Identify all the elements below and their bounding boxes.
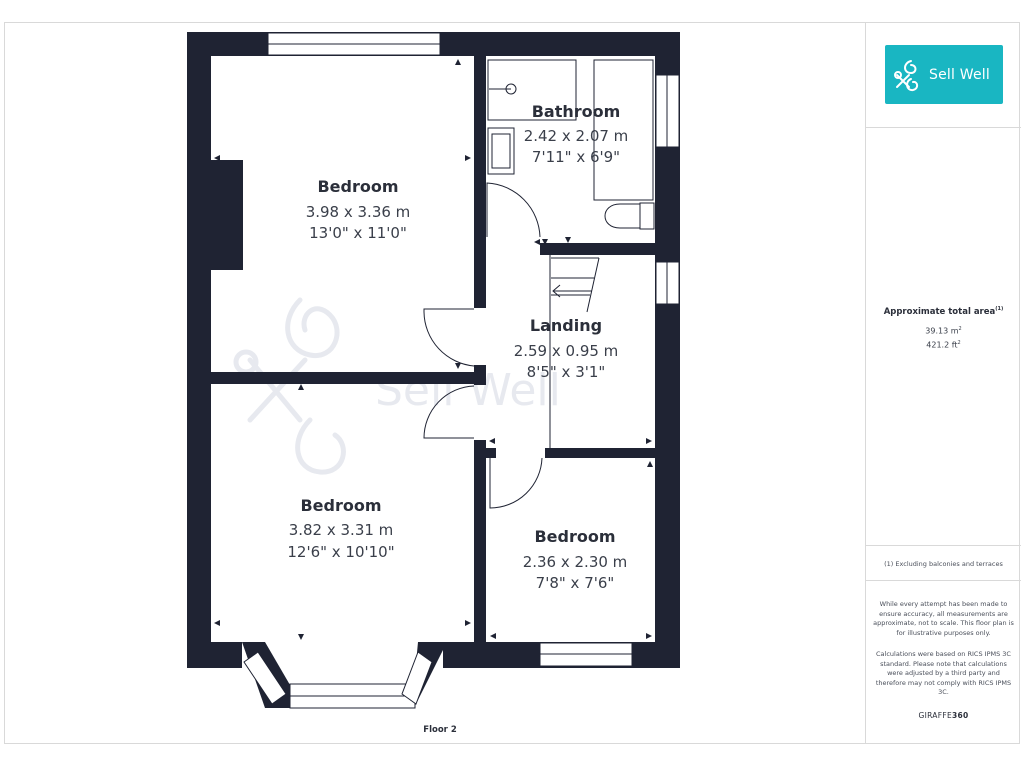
doors xyxy=(423,182,543,509)
sink xyxy=(487,127,515,175)
sidebar-divider xyxy=(866,580,1021,581)
door-small-bedroom xyxy=(489,457,543,509)
room-imperial: 8'5" x 3'1" xyxy=(527,363,606,381)
sidebar-divider xyxy=(866,545,1021,546)
room-label-bedroom-bottom: Bedroom 3.82 x 3.31 m 12'6" x 10'10" xyxy=(287,496,394,561)
stairs xyxy=(549,255,600,448)
area-imperial: 421.2 ft2 xyxy=(926,340,961,350)
door-bathroom xyxy=(486,182,541,238)
info-sidebar: Sell Well Approximate total area(1) 39.1… xyxy=(865,22,1021,744)
area-footnote: (1) Excluding balconies and terraces xyxy=(884,560,1003,568)
bathroom-fixtures xyxy=(487,59,655,230)
room-name: Bedroom xyxy=(534,527,615,546)
room-imperial: 13'0" x 11'0" xyxy=(309,224,407,242)
door-bottom-bedroom xyxy=(423,385,475,439)
room-imperial: 12'6" x 10'10" xyxy=(287,543,394,561)
watermark xyxy=(233,297,346,475)
window-bay-left xyxy=(243,651,287,705)
giraffe360-brand: GIRAFFE360 xyxy=(918,711,969,720)
toilet-icon xyxy=(604,203,641,229)
floor-plan: Sell Well xyxy=(187,32,680,709)
room-metric: 2.42 x 2.07 m xyxy=(524,127,629,145)
sidebar-divider xyxy=(866,127,1021,128)
area-metric: 39.13 m2 xyxy=(925,326,962,336)
room-metric: 3.98 x 3.36 m xyxy=(306,203,411,221)
shower-tray xyxy=(487,59,577,121)
brand-logo: Sell Well xyxy=(885,45,1003,104)
area-title: Approximate total area(1) xyxy=(883,306,1004,317)
logo-text: Sell Well xyxy=(929,66,990,83)
disclaimer-rics: Calculations were based on RICS IPMS 3C … xyxy=(875,650,1012,696)
room-metric: 3.82 x 3.31 m xyxy=(289,521,394,539)
room-name: Landing xyxy=(530,316,602,335)
area-title-mark: (1) xyxy=(995,306,1004,312)
room-metric: 2.36 x 2.30 m xyxy=(523,553,628,571)
windows xyxy=(243,32,680,709)
room-name: Bedroom xyxy=(300,496,381,515)
disclaimer-accuracy: While every attempt has been made to ens… xyxy=(873,600,1014,637)
bathtub xyxy=(593,59,654,201)
room-label-bathroom: Bathroom 2.42 x 2.07 m 7'11" x 6'9" xyxy=(524,102,629,166)
door-top-bedroom xyxy=(423,308,475,367)
watermark-logo-icon xyxy=(247,297,346,475)
stair-direction-icon xyxy=(552,284,592,298)
drawing-frame xyxy=(4,22,1020,744)
sellwell-logo-icon xyxy=(894,59,919,91)
room-imperial: 7'11" x 6'9" xyxy=(532,148,620,166)
room-label-bedroom-small: Bedroom 2.36 x 2.30 m 7'8" x 7'6" xyxy=(523,527,628,592)
room-label-bedroom-top: Bedroom 3.98 x 3.36 m 13'0" x 11'0" xyxy=(306,177,411,242)
room-name: Bathroom xyxy=(532,102,621,121)
room-label-landing: Landing 2.59 x 0.95 m 8'5" x 3'1" xyxy=(514,316,619,381)
room-name: Bedroom xyxy=(317,177,398,196)
window-bay-right xyxy=(401,651,433,705)
room-imperial: 7'8" x 7'6" xyxy=(536,574,615,592)
measure-markers xyxy=(214,59,653,640)
floor-label: Floor 2 xyxy=(423,725,457,735)
room-metric: 2.59 x 0.95 m xyxy=(514,342,619,360)
